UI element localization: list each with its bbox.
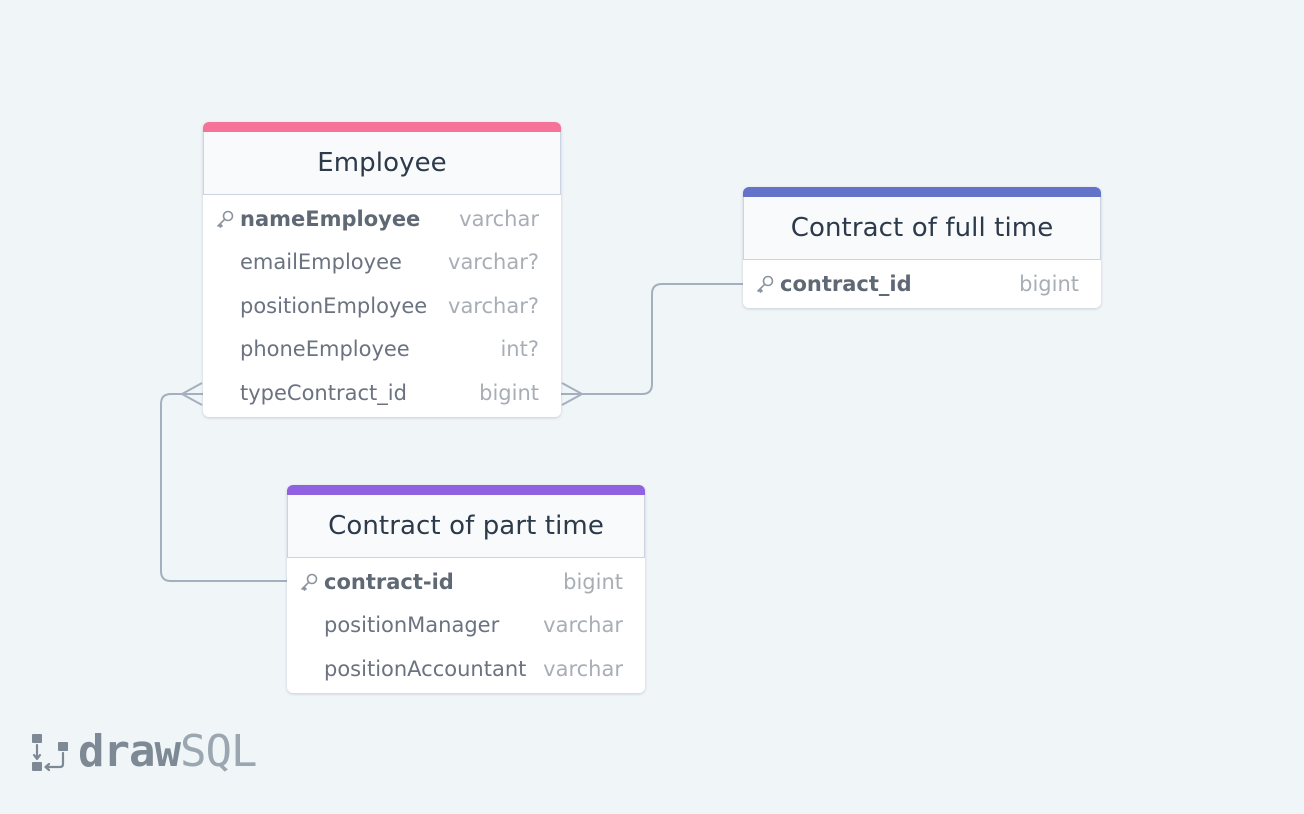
table-contract-full-time[interactable]: Contract of full time contract_id bigint <box>743 187 1101 308</box>
field-type: varchar? <box>448 293 539 318</box>
field-name: emailEmployee <box>240 250 402 275</box>
field-name: nameEmployee <box>240 206 421 231</box>
relationship-employee-to-full-time[interactable] <box>560 283 744 395</box>
table-color-bar <box>203 122 561 132</box>
field-name: contract_id <box>780 271 912 296</box>
field-row-positionAccountant[interactable]: positionAccountant varchar <box>287 647 645 691</box>
field-type: varchar? <box>448 250 539 275</box>
table-fields: contract-id bigint positionManager varch… <box>287 558 645 693</box>
field-type: bigint <box>1019 271 1079 296</box>
field-row-nameEmployee[interactable]: nameEmployee varchar <box>203 197 561 241</box>
field-row-contract_id[interactable]: contract_id bigint <box>743 262 1101 306</box>
table-color-bar <box>287 485 645 495</box>
field-name: positionManager <box>324 613 500 638</box>
field-name: positionEmployee <box>240 293 428 318</box>
table-contract-part-time[interactable]: Contract of part time contract-id bigint… <box>287 485 645 693</box>
primary-key-icon <box>301 573 318 591</box>
crowfoot-employee-left-icon <box>181 382 203 406</box>
table-color-bar <box>743 187 1101 197</box>
logo-text-sql: SQL <box>179 725 257 777</box>
drawsql-logo-icon <box>32 734 68 772</box>
field-type: varchar <box>543 656 623 681</box>
logo-text-draw: draw <box>78 725 181 777</box>
field-name: positionAccountant <box>324 656 527 681</box>
field-row-positionManager[interactable]: positionManager varchar <box>287 604 645 648</box>
primary-key-icon <box>757 275 774 293</box>
field-name: phoneEmployee <box>240 337 410 362</box>
field-row-typeContract_id[interactable]: typeContract_id bigint <box>203 371 561 415</box>
crowfoot-employee-right-icon <box>561 382 583 406</box>
table-fields: nameEmployee varchar emailEmployee varch… <box>203 195 561 417</box>
field-type: int? <box>500 337 539 362</box>
field-type: bigint <box>563 569 623 594</box>
field-name: typeContract_id <box>240 380 407 405</box>
table-fields: contract_id bigint <box>743 260 1101 308</box>
field-row-positionEmployee[interactable]: positionEmployee varchar? <box>203 284 561 328</box>
relationship-employee-to-part-time[interactable] <box>160 393 288 582</box>
field-name: contract-id <box>324 569 454 594</box>
field-type: varchar <box>459 206 539 231</box>
field-row-phoneEmployee[interactable]: phoneEmployee int? <box>203 328 561 372</box>
table-title[interactable]: Contract of full time <box>743 197 1101 260</box>
table-employee[interactable]: Employee nameEmployee varchar emailEmplo… <box>203 122 561 417</box>
primary-key-icon <box>217 210 234 228</box>
field-type: bigint <box>479 380 539 405</box>
field-type: varchar <box>543 613 623 638</box>
table-title-text: Contract of full time <box>790 213 1054 243</box>
table-title[interactable]: Employee <box>203 132 561 195</box>
field-row-contract-id[interactable]: contract-id bigint <box>287 560 645 604</box>
table-title-text: Employee <box>317 148 447 178</box>
table-title-text: Contract of part time <box>328 511 604 541</box>
table-title[interactable]: Contract of part time <box>287 495 645 558</box>
field-row-emailEmployee[interactable]: emailEmployee varchar? <box>203 241 561 285</box>
